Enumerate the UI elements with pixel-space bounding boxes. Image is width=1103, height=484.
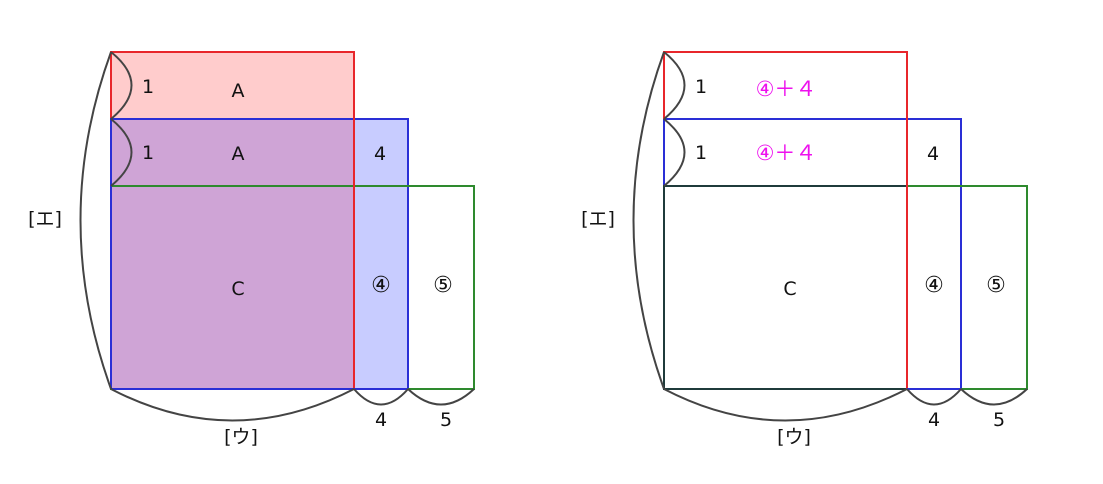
left-region-purple — [111, 119, 354, 389]
left-arc-row2 — [110, 118, 133, 187]
right-main-label: C — [783, 278, 796, 300]
left-label-e: [エ] — [28, 208, 62, 230]
right-arc-total-height — [632, 51, 665, 390]
right-diagram: 1 1 ④＋４ ④＋４ 4 C ④ ⑤ 4 5 [ウ] [エ] — [581, 51, 1028, 448]
left-arc-width — [110, 388, 355, 422]
right-arc-row1 — [663, 51, 686, 120]
right-red-rect — [663, 51, 908, 390]
right-arc-row2 — [663, 118, 686, 187]
left-arc-row1 — [110, 51, 133, 120]
left-row1-height: 1 — [142, 76, 154, 98]
right-row1-height: 1 — [695, 76, 707, 98]
right-label-u: [ウ] — [777, 426, 811, 448]
right-bottom-4: 4 — [928, 409, 940, 431]
left-arc-4 — [353, 388, 409, 406]
left-row1-label: A — [232, 80, 245, 102]
left-row2-label: A — [232, 143, 245, 165]
left-region-a-top — [111, 52, 354, 119]
right-row2-label: ④＋４ — [756, 141, 817, 165]
right-bottom-5: 5 — [993, 409, 1005, 431]
left-col4-label: ④ — [371, 273, 391, 298]
right-arc-width — [663, 388, 908, 422]
right-green-rect — [663, 185, 1028, 390]
right-arc-5 — [960, 388, 1028, 406]
right-col5-label: ⑤ — [986, 273, 1006, 298]
right-row2-height: 1 — [695, 142, 707, 164]
left-bottom-4: 4 — [375, 409, 387, 431]
left-row2-height: 1 — [142, 142, 154, 164]
left-arc-5 — [407, 388, 475, 406]
right-right-col-top: 4 — [927, 143, 939, 165]
left-arc-total-height — [79, 51, 112, 390]
left-col5-label: ⑤ — [433, 273, 453, 298]
right-col4-label: ④ — [924, 273, 944, 298]
left-main-label: C — [231, 278, 244, 300]
left-diagram: 1 1 A A 4 C ④ ⑤ 4 5 [ウ] [エ] — [28, 51, 475, 448]
left-bottom-5: 5 — [440, 409, 452, 431]
right-label-e: [エ] — [581, 208, 615, 230]
left-region-blue-col — [354, 119, 408, 389]
left-label-u: [ウ] — [224, 426, 258, 448]
right-row1-label: ④＋４ — [756, 77, 817, 101]
left-right-col-top: 4 — [374, 143, 386, 165]
right-arc-4 — [906, 388, 962, 406]
